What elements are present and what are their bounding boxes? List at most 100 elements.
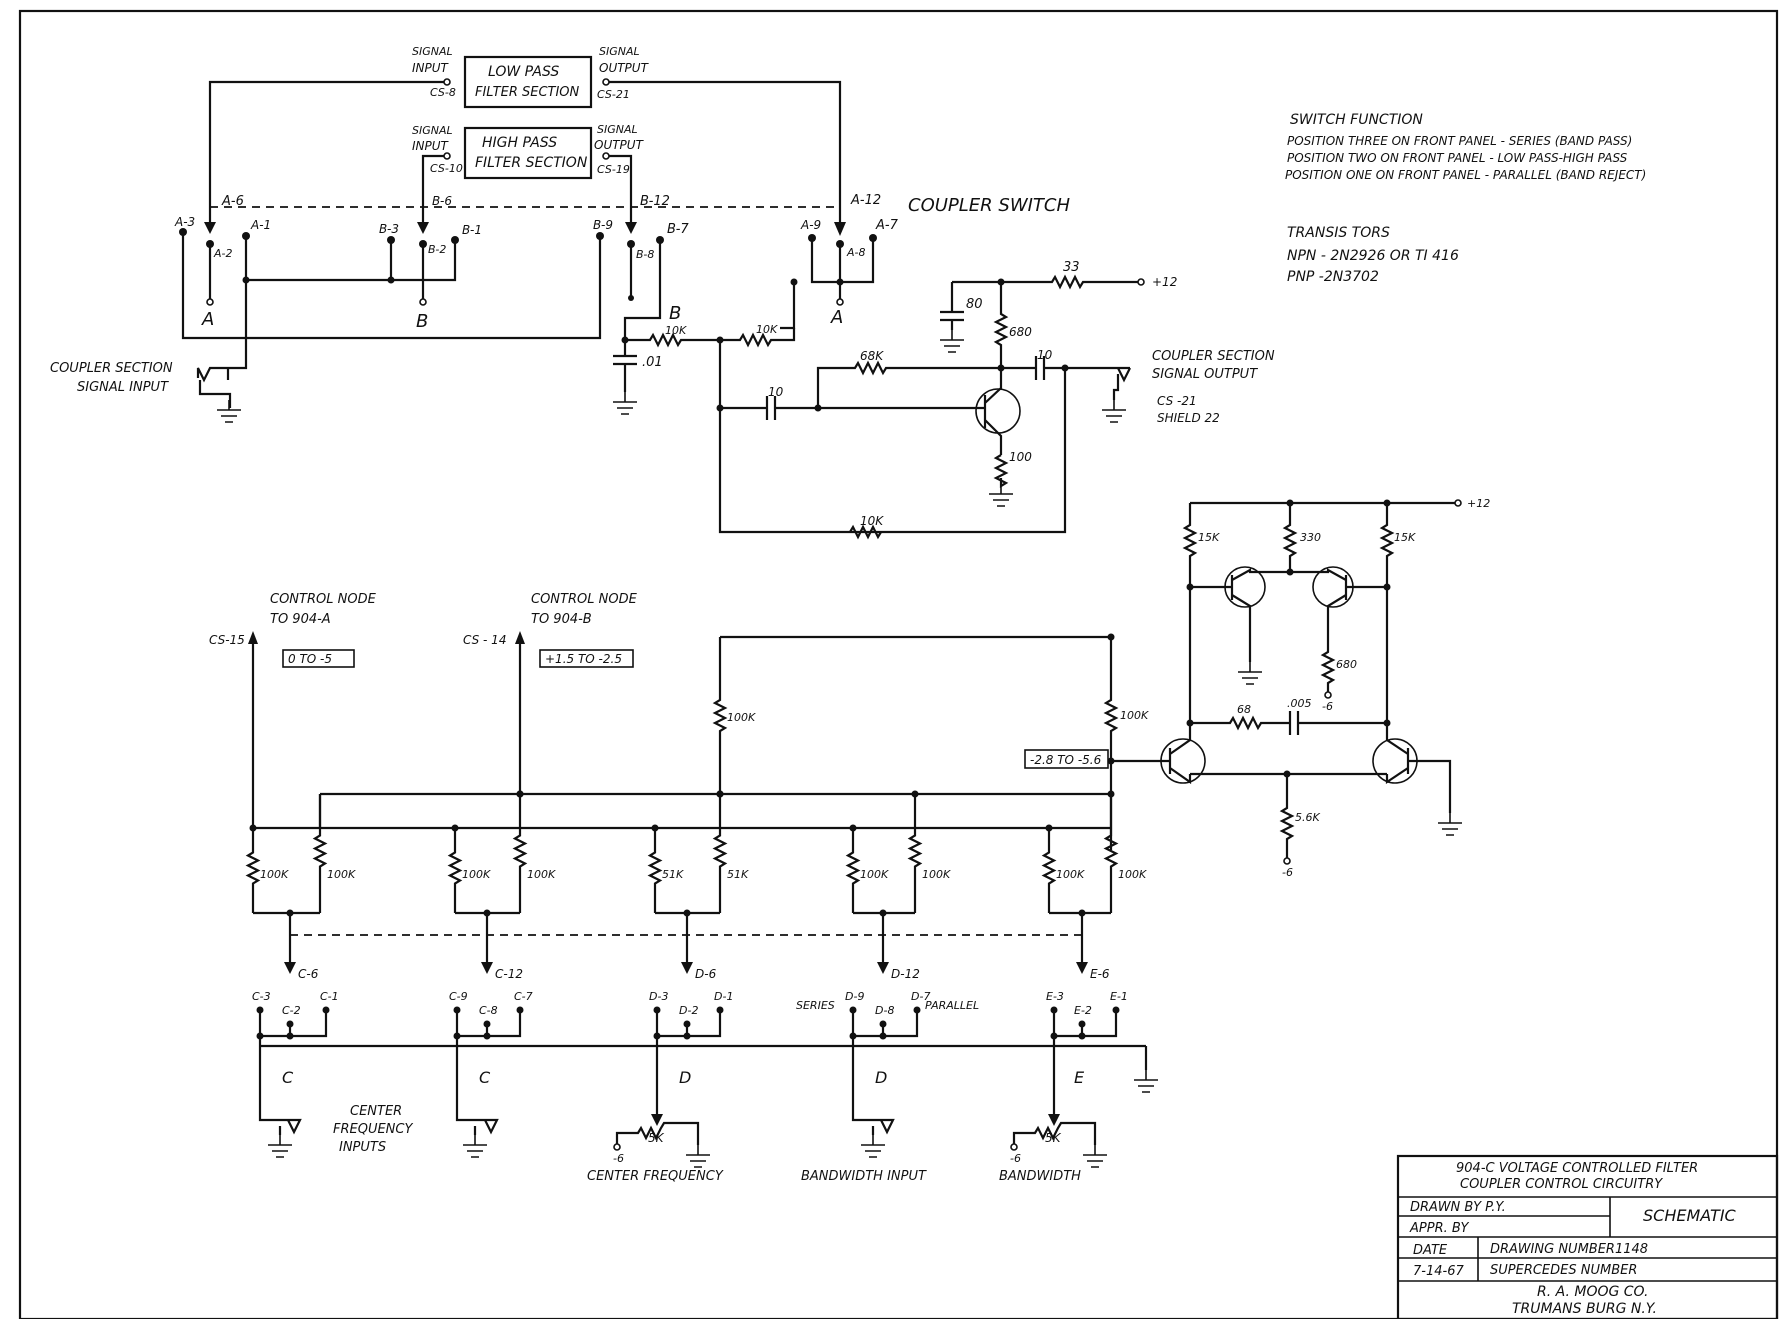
r330-label: 330 — [1300, 531, 1321, 544]
control-node-b-target: TO 904-B — [531, 612, 592, 627]
switch-common-label: C-6 — [298, 967, 319, 981]
coupler-output-label-1: COUPLER SECTION — [1152, 349, 1275, 364]
drawing-border — [18, 9, 1779, 1319]
r100k-left-divider-label: 100K — [727, 711, 756, 724]
bank-resistor — [1041, 828, 1057, 913]
coupler-input-jack: COUPLER SECTION SIGNAL INPUT — [50, 361, 242, 423]
c005-label: .005 — [1287, 697, 1312, 710]
differential-amplifier: +12 15K 330 15K 680 -6 68 .005 — [712, 497, 1490, 879]
bank-resistor-label: 100K — [860, 868, 889, 881]
switch-pin-label: D-7 — [911, 990, 930, 1003]
bank-resistor-label: 51K — [727, 868, 749, 881]
pin-a7: A-7 — [875, 218, 899, 233]
neg6-pot-1-label: -6 — [613, 1152, 624, 1165]
bank-resistor-label: 100K — [260, 868, 289, 881]
switch-pin-label: C-3 — [252, 990, 271, 1003]
bandwidth-input-label: BANDWIDTH INPUT — [801, 1169, 927, 1184]
cf-inputs-label-3: INPUTS — [339, 1140, 386, 1155]
coupler-switch-title: COUPLER SWITCH — [908, 195, 1070, 216]
center-frequency-label: CENTER FREQUENCY — [587, 1169, 724, 1184]
r100-label: 100 — [1009, 450, 1032, 464]
switch-pin-label: E-2 — [1074, 1004, 1092, 1017]
title-block-drawing-number: DRAWING NUMBER1148 — [1490, 1242, 1648, 1257]
control-node-a-cs: CS-15 — [209, 633, 245, 647]
bank-resistor-label: 51K — [662, 868, 684, 881]
switch-function-line-1: POSITION THREE ON FRONT PANEL - SERIES (… — [1287, 134, 1632, 148]
bank-resistor — [245, 828, 261, 913]
switch-pin-label: C-8 — [479, 1004, 498, 1017]
bank-resistor-label: 100K — [922, 868, 951, 881]
control-node-a-range: 0 TO -5 — [288, 652, 332, 666]
high-pass-input-label: INPUT — [412, 139, 450, 153]
input-labels: CENTER FREQUENCY INPUTS CENTER FREQUENCY… — [258, 1046, 1108, 1184]
switch-pin-label: D-1 — [714, 990, 733, 1003]
c10-out-label: 10 — [1037, 348, 1053, 362]
control-node-b: CONTROL NODE TO 904-B CS - 14 +1.5 TO -2… — [463, 592, 638, 794]
coupler-output-shield: SHIELD 22 — [1157, 411, 1220, 425]
low-pass-signal-output-label: SIGNAL — [599, 45, 640, 58]
high-pass-subtitle: FILTER SECTION — [475, 155, 588, 171]
r33-label: 33 — [1063, 260, 1080, 275]
coupler-switch: COUPLER SWITCH A-6 A-3 A-2 A-1 B-6 B-3 B… — [174, 193, 1070, 370]
switch-pin-label: D-3 — [649, 990, 668, 1003]
control-node-b-title: CONTROL NODE — [531, 592, 638, 607]
filter-wiring — [204, 78, 846, 236]
title-block: 904-C VOLTAGE CONTROLLED FILTER COUPLER … — [1396, 1154, 1779, 1319]
bank-resistor — [907, 794, 923, 913]
low-pass-filter-block: LOW PASS FILTER SECTION SIGNAL INPUT CS-… — [412, 45, 650, 109]
switch-pin-label: C-2 — [282, 1004, 301, 1017]
bank-resistor — [647, 828, 663, 913]
pin-b9: B-9 — [593, 218, 613, 232]
pin-b2: B-2 — [428, 243, 446, 256]
low-pass-subtitle: FILTER SECTION — [475, 85, 580, 100]
high-pass-cs-in: CS-10 — [430, 162, 463, 175]
pin-a1: A-1 — [250, 218, 271, 232]
coupler-amplifier: .01 10K 10K 10K 10 68K 100 680 33 +12 — [612, 260, 1177, 540]
control-node-a-target: TO 904-A — [270, 612, 331, 627]
switch-common-label: E-6 — [1090, 967, 1110, 981]
cf-inputs-label-1: CENTER — [350, 1104, 402, 1119]
low-pass-cs-out: CS-21 — [597, 88, 630, 101]
title-block-schematic: SCHEMATIC — [1643, 1206, 1737, 1225]
switch-function-notes: SWITCH FUNCTION POSITION THREE ON FRONT … — [1285, 112, 1646, 182]
v12-right-label: +12 — [1467, 497, 1490, 510]
title-block-supercedes: SUPERCEDES NUMBER — [1490, 1263, 1637, 1278]
switch-pin-label: E-1 — [1110, 990, 1128, 1003]
high-pass-output-label: OUTPUT — [594, 138, 645, 152]
bank-resistor — [447, 828, 463, 913]
high-pass-signal-input-label: SIGNAL — [412, 124, 453, 137]
pin-a6: A-6 — [221, 194, 244, 209]
transistor-notes: TRANSIS TORS NPN - 2N2926 OR TI 416 PNP … — [1287, 225, 1459, 285]
v12-top-label: +12 — [1152, 275, 1177, 289]
title-block-drawn-by: DRAWN BY P.Y. — [1410, 1200, 1506, 1215]
switch-pin-label: D-9 — [845, 990, 864, 1003]
bank-resistor-label: 100K — [327, 868, 356, 881]
neg6-b-label: -6 — [1282, 866, 1293, 879]
pin-a9: A-9 — [800, 218, 821, 232]
neg6-pot-2-label: -6 — [1010, 1152, 1021, 1165]
switch-pin-label: D-2 — [679, 1004, 698, 1017]
wafer-b-mid: B — [416, 311, 428, 332]
switch-pin-label: E-3 — [1046, 990, 1064, 1003]
switch-function-title: SWITCH FUNCTION — [1290, 112, 1423, 128]
c80-label: 80 — [966, 297, 983, 312]
title-block-appr-by: APPR. BY — [1409, 1221, 1470, 1236]
wafer-a-left: A — [201, 309, 214, 330]
title-block-company: R. A. MOOG CO. — [1537, 1284, 1648, 1300]
pin-a3: A-3 — [174, 215, 195, 229]
pin-b1: B-1 — [462, 223, 482, 237]
high-pass-title: HIGH PASS — [482, 135, 557, 151]
title-block-city: TRUMANS BURG N.Y. — [1512, 1301, 1657, 1317]
transistors-pnp: PNP -2N3702 — [1287, 269, 1379, 285]
r15k-right-label: 15K — [1394, 531, 1416, 544]
wafer-b-right: B — [669, 303, 681, 324]
r68-label: 68 — [1237, 703, 1251, 716]
pin-a12: A-12 — [850, 193, 881, 208]
wafer-label: E — [1074, 1068, 1085, 1087]
r56k-label: 5.6K — [1295, 811, 1320, 824]
wafer-label: D — [679, 1068, 691, 1087]
high-pass-filter-block: HIGH PASS FILTER SECTION SIGNAL INPUT CS… — [412, 123, 645, 180]
coupler-output-cs: CS -21 — [1157, 394, 1197, 408]
